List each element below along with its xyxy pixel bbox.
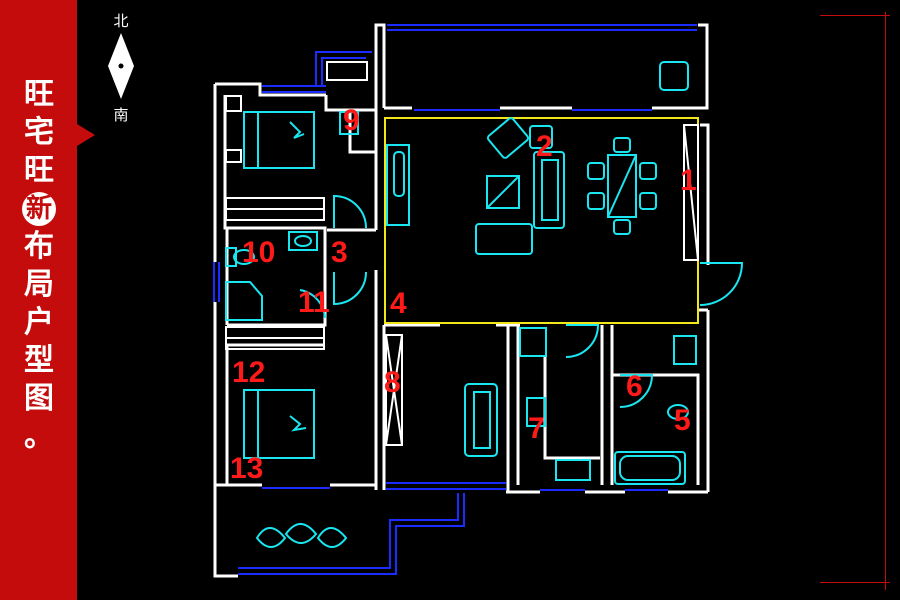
room-number-13: 13 <box>230 452 263 485</box>
title-char: 户 <box>24 305 54 340</box>
room-number-8: 8 <box>384 366 401 399</box>
title-char: 旺 <box>24 77 54 112</box>
title-char-highlight: 新 <box>22 192 56 226</box>
room-number-3: 3 <box>331 236 348 269</box>
title-char: 宅 <box>24 115 54 150</box>
room-number-5: 5 <box>674 404 691 437</box>
banner-arrow <box>77 124 95 146</box>
room-number-7: 7 <box>528 412 545 445</box>
room-number-6: 6 <box>626 370 643 403</box>
room-number-1: 1 <box>680 164 697 197</box>
title-char: 旺 <box>24 153 54 188</box>
title-char: 图 <box>24 381 54 416</box>
compass-needle-icon <box>108 33 134 99</box>
title-banner <box>0 0 77 600</box>
windows <box>213 24 697 575</box>
room-number-4: 4 <box>390 287 407 320</box>
furniture <box>225 61 699 548</box>
banner-title: 旺 宅 旺 新 布 局 户 型 图 。 <box>20 76 58 456</box>
compass-north-label: 北 <box>113 12 129 30</box>
room-number-9: 9 <box>343 104 360 137</box>
title-char: 布 <box>24 229 54 264</box>
room-number-11: 11 <box>298 286 330 319</box>
room-number-labels: 1 2 3 4 5 6 7 8 9 10 11 12 13 <box>230 104 697 485</box>
walls <box>213 23 710 578</box>
room-number-2: 2 <box>536 130 553 163</box>
frame-line-right <box>885 12 886 590</box>
title-char: 。 <box>24 419 54 454</box>
title-char: 局 <box>24 267 54 302</box>
frame-line-bottom <box>820 582 890 583</box>
title-char: 型 <box>24 343 54 378</box>
room-number-10: 10 <box>242 236 275 269</box>
room-number-12: 12 <box>232 356 265 389</box>
door-swings <box>299 194 744 408</box>
compass-south-label: 南 <box>113 106 129 124</box>
frame-line-top <box>820 15 890 16</box>
